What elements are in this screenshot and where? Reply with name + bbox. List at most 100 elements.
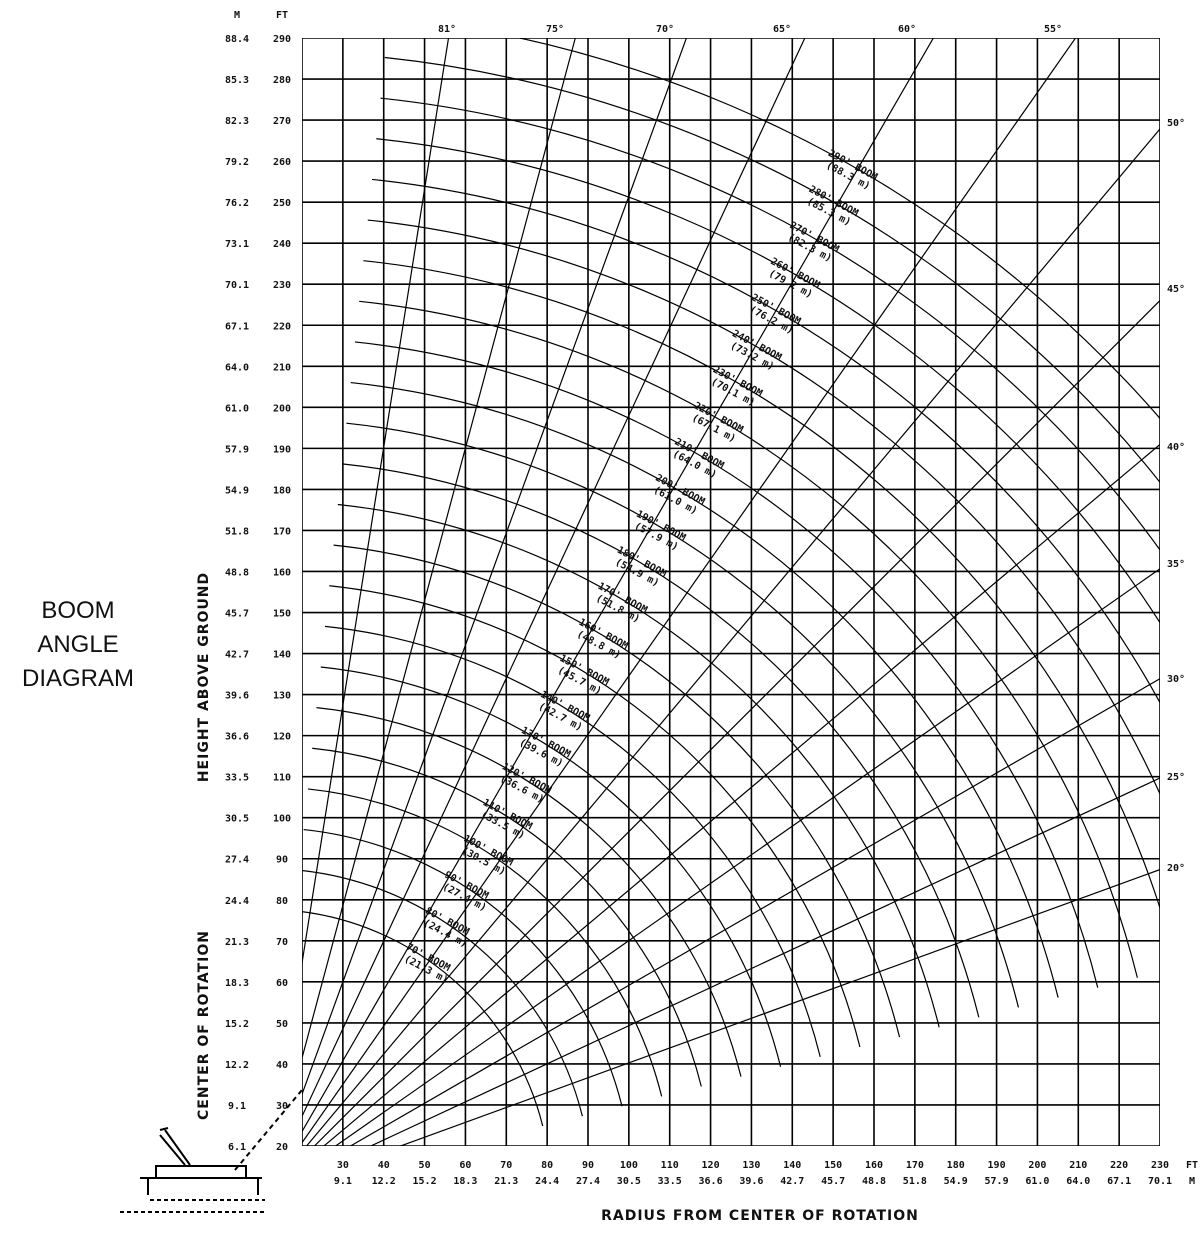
boom-length-arc-240: [367, 219, 1160, 796]
x-tick-ft-120: 120: [702, 1160, 720, 1171]
right-angle-label-4: 30°: [1167, 674, 1185, 685]
boom-angle-ray-60: [302, 38, 935, 1133]
x-tick-ft-170: 170: [906, 1160, 924, 1171]
diagram-title-line-2: ANGLE: [37, 631, 118, 658]
boom-angle-ray-45: [313, 299, 1160, 1146]
boom-length-arc-140: [324, 625, 821, 1058]
boom-length-labels: 70' BOOM(21.3 m)80' BOOM(24.4 m)90' BOOM…: [402, 148, 879, 986]
boom-length-arc-230: [363, 260, 1160, 911]
x-tick-m-16: 57.9: [985, 1176, 1009, 1187]
y-tick-ft-80: 80: [276, 896, 288, 907]
y-tick-ft-270: 270: [273, 116, 291, 127]
boom-length-arc-110: [312, 747, 702, 1087]
y-tick-ft-160: 160: [273, 567, 291, 578]
boom-length-arc-100: [307, 788, 663, 1097]
diagram-title-line-1: BOOM: [41, 597, 114, 624]
y-unit-ft: FT: [276, 10, 288, 21]
top-angle-label-5: 55°: [1044, 24, 1062, 35]
y-tick-ft-60: 60: [276, 978, 288, 989]
x-tick-m-19: 67.1: [1107, 1176, 1131, 1187]
x-tick-m-5: 24.4: [535, 1176, 559, 1187]
x-tick-m-2: 15.2: [413, 1176, 437, 1187]
right-angle-label-1: 45°: [1167, 284, 1185, 295]
x-tick-m-12: 45.7: [821, 1176, 845, 1187]
x-tick-ft-100: 100: [620, 1160, 638, 1171]
y-tick-ft-280: 280: [273, 75, 291, 86]
boom-angle-ray-75: [302, 38, 576, 1061]
x-tick-m-13: 48.8: [862, 1176, 886, 1187]
boom-length-arc-150: [329, 585, 861, 1048]
grid-layer: [302, 38, 1160, 1146]
x-tick-m-7: 30.5: [617, 1176, 641, 1187]
center-of-rotation-label: CENTER OF ROTATION: [196, 930, 212, 1120]
x-tick-ft-210: 210: [1069, 1160, 1087, 1171]
boom-length-arc-90: [303, 828, 623, 1107]
boom-length-arc-160: [333, 544, 901, 1038]
y-tick-ft-140: 140: [273, 650, 291, 661]
boom-length-arc-180: [342, 463, 980, 1018]
boom-length-arc-210: [354, 341, 1099, 988]
x-tick-m-0: 9.1: [334, 1176, 352, 1187]
x-tick-m-18: 64.0: [1066, 1176, 1090, 1187]
boom-length-arc-260: [376, 138, 1160, 624]
y-tick-ft-230: 230: [273, 280, 291, 291]
y-tick-m-3: 79.2: [225, 157, 249, 168]
y-tick-m-16: 39.6: [225, 691, 249, 702]
boom-length-arc-190: [346, 422, 1020, 1008]
y-tick-m-18: 33.5: [225, 773, 249, 784]
x-tick-m-10: 39.6: [739, 1176, 763, 1187]
x-tick-ft-110: 110: [661, 1160, 679, 1171]
boom-angle-ray-81: [302, 38, 450, 967]
y-tick-m-6: 70.1: [225, 280, 249, 291]
x-tick-m-15: 54.9: [944, 1176, 968, 1187]
boom-length-arc-280: [384, 56, 1160, 484]
y-tick-m-26: 9.1: [228, 1101, 246, 1112]
y-tick-m-1: 85.3: [225, 75, 249, 86]
x-tick-ft-30: 30: [337, 1160, 349, 1171]
x-tick-m-4: 21.3: [494, 1176, 518, 1187]
y-axis-label: HEIGHT ABOVE GROUND: [196, 572, 212, 782]
x-tick-ft-130: 130: [742, 1160, 760, 1171]
right-angle-label-0: 50°: [1167, 118, 1185, 129]
y-tick-m-15: 42.7: [225, 650, 249, 661]
x-tick-ft-60: 60: [459, 1160, 471, 1171]
y-tick-m-2: 82.3: [225, 116, 249, 127]
crane-icon: [120, 1089, 303, 1213]
boom-length-arc-220: [359, 300, 1138, 978]
y-tick-ft-150: 150: [273, 609, 291, 620]
boom-length-arc-80: [302, 869, 583, 1117]
top-angle-label-2: 70°: [656, 24, 674, 35]
y-tick-ft-110: 110: [273, 773, 291, 784]
x-tick-ft-190: 190: [988, 1160, 1006, 1171]
x-tick-ft-40: 40: [378, 1160, 390, 1171]
y-tick-ft-50: 50: [276, 1019, 288, 1030]
y-tick-ft-30: 30: [276, 1101, 288, 1112]
y-tick-m-25: 12.2: [225, 1060, 249, 1071]
boom-angle-ray-25: [369, 777, 1160, 1146]
y-tick-m-17: 36.6: [225, 732, 249, 743]
y-tick-m-27: 6.1: [228, 1142, 246, 1153]
diagram-title-line-3: DIAGRAM: [22, 665, 134, 692]
y-tick-m-23: 18.3: [225, 978, 249, 989]
x-tick-ft-70: 70: [500, 1160, 512, 1171]
y-tick-ft-210: 210: [273, 362, 291, 373]
y-tick-m-11: 54.9: [225, 485, 249, 496]
x-axis-label: RADIUS FROM CENTER OF ROTATION: [601, 1208, 919, 1224]
boom-length-arc-170: [337, 503, 940, 1028]
x-tick-m-9: 36.6: [699, 1176, 723, 1187]
boom-length-arc-290: [516, 38, 1160, 420]
y-tick-m-19: 30.5: [225, 814, 249, 825]
y-tick-m-20: 27.4: [225, 855, 249, 866]
y-tick-m-0: 88.4: [225, 34, 249, 45]
x-tick-ft-140: 140: [783, 1160, 801, 1171]
right-angle-label-2: 40°: [1167, 442, 1185, 453]
x-tick-m-20: 70.1: [1148, 1176, 1172, 1187]
x-tick-ft-200: 200: [1028, 1160, 1046, 1171]
boom-angle-ray-30: [349, 677, 1160, 1146]
boom-length-arc-130: [320, 666, 782, 1067]
x-tick-ft-220: 220: [1110, 1160, 1128, 1171]
y-tick-m-13: 48.8: [225, 567, 249, 578]
top-angle-label-1: 75°: [546, 24, 564, 35]
